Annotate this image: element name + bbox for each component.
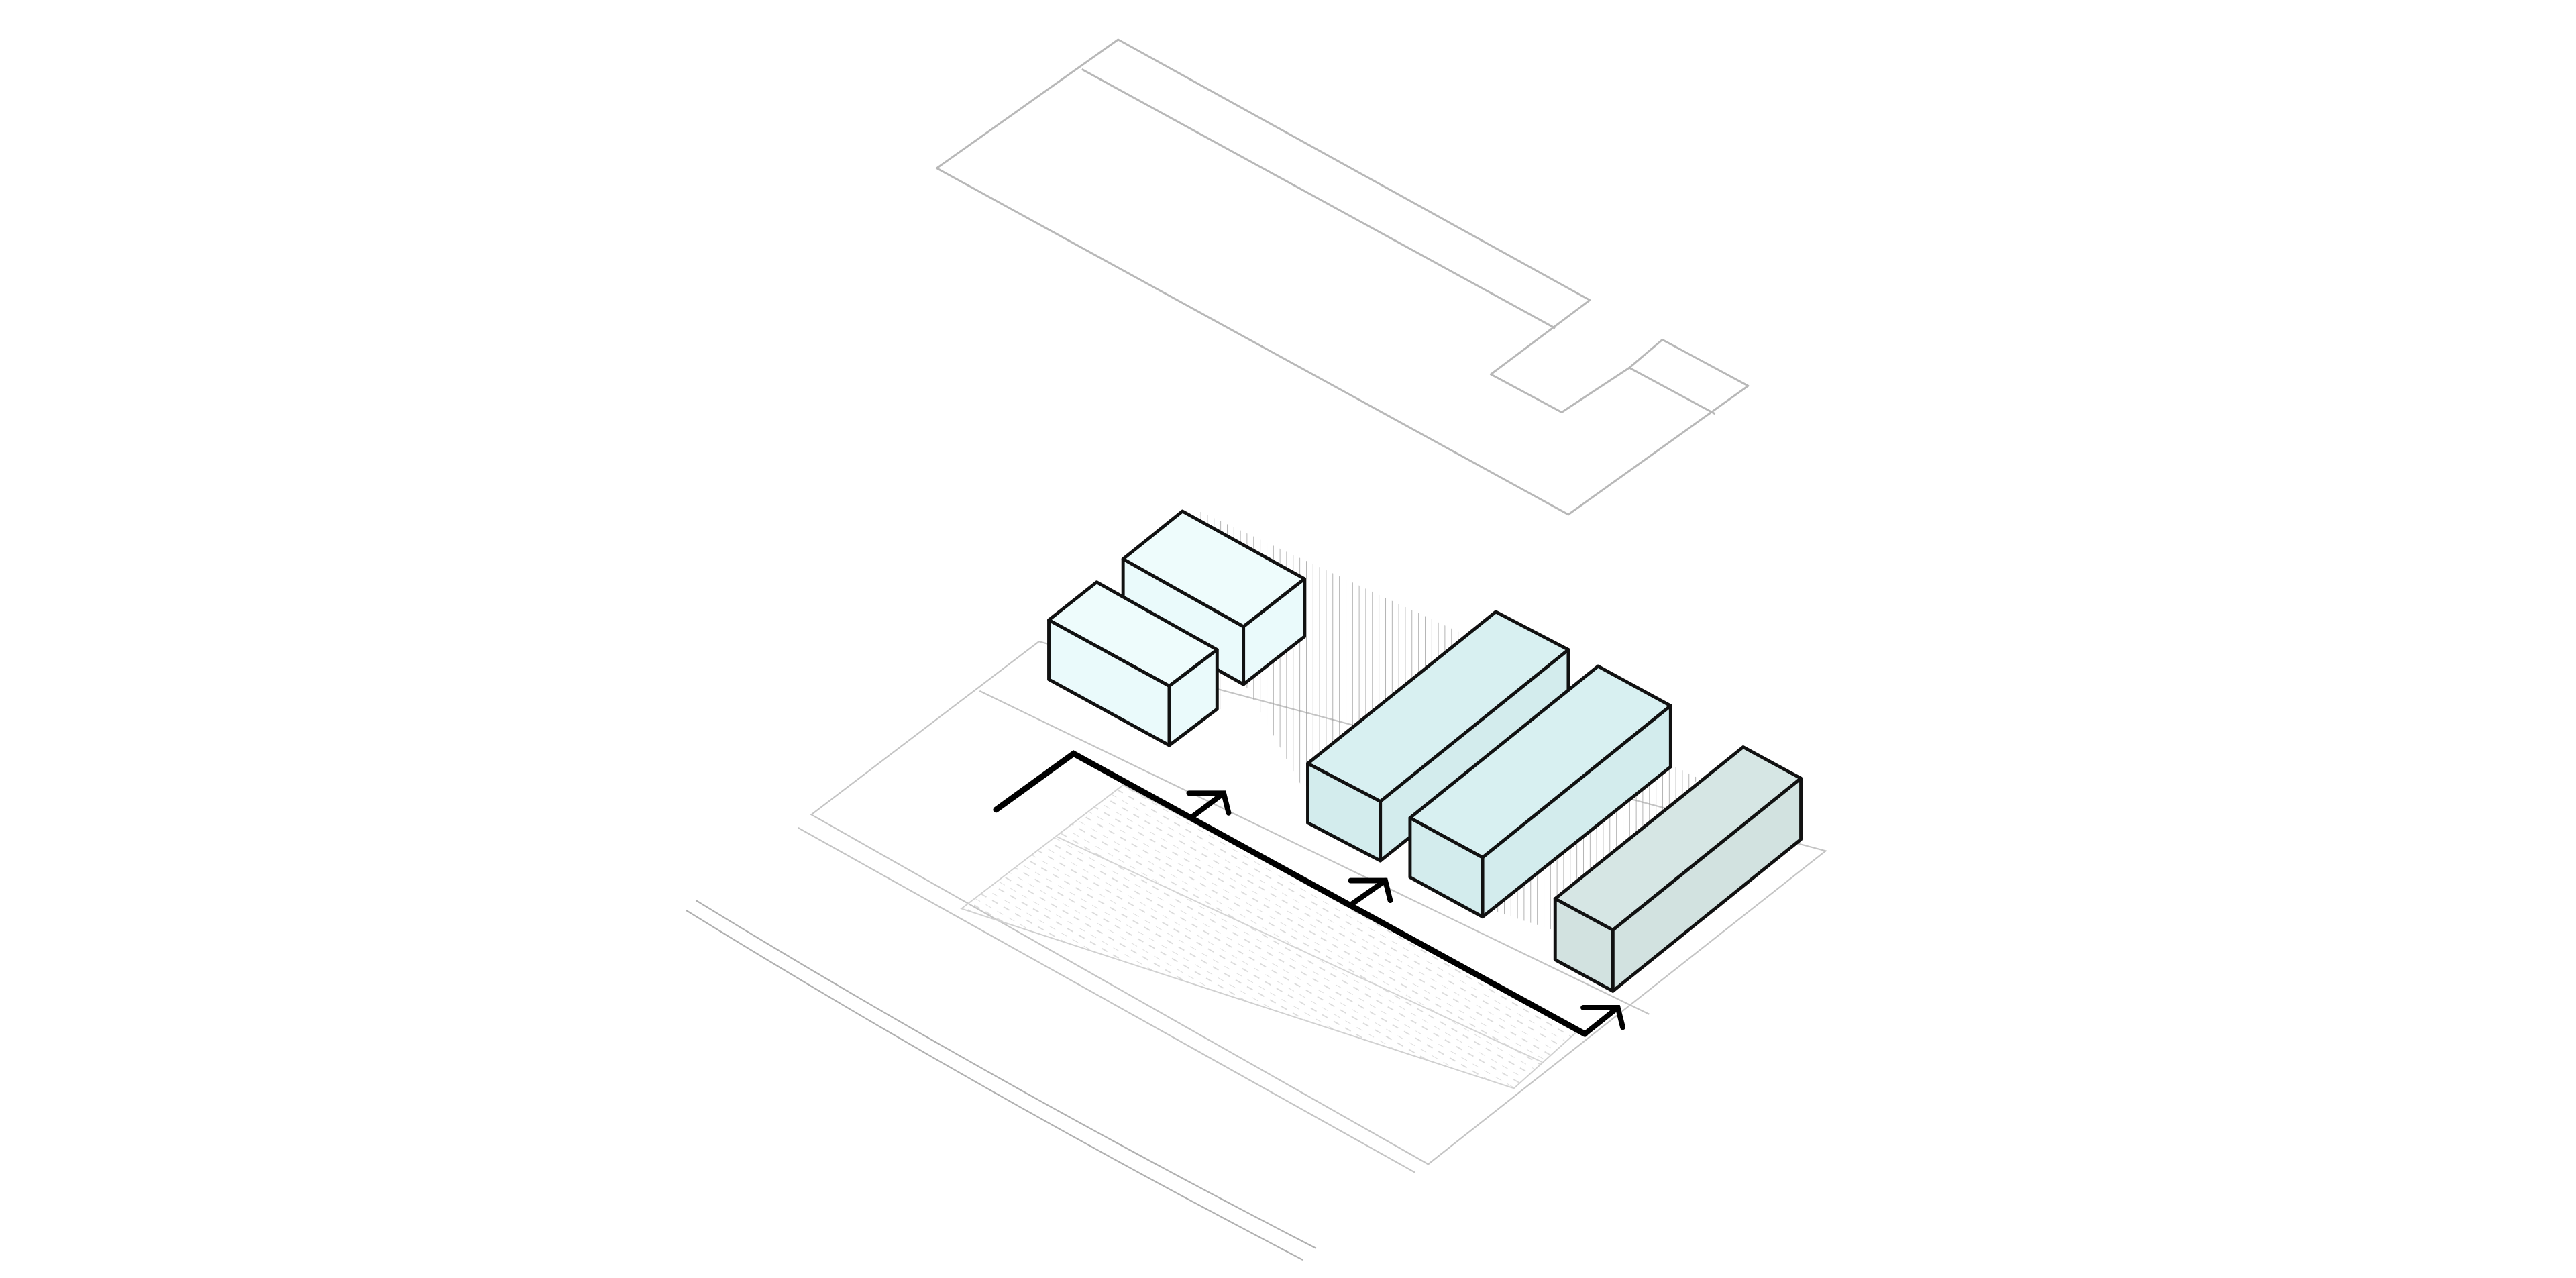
entry-arrow-1: [1186, 790, 1232, 821]
long-block-grey: [1553, 745, 1803, 993]
long-block-2: [1408, 664, 1672, 919]
road-curve: [686, 900, 1317, 1261]
upper-level-outline: [935, 38, 1750, 516]
site-base-outline: [798, 640, 1827, 1173]
entry-arrow-2: [1348, 877, 1393, 906]
entry-arrow-3: [1580, 1004, 1625, 1037]
small-block-front: [1047, 580, 1219, 747]
circulation-path: [993, 750, 1588, 1037]
